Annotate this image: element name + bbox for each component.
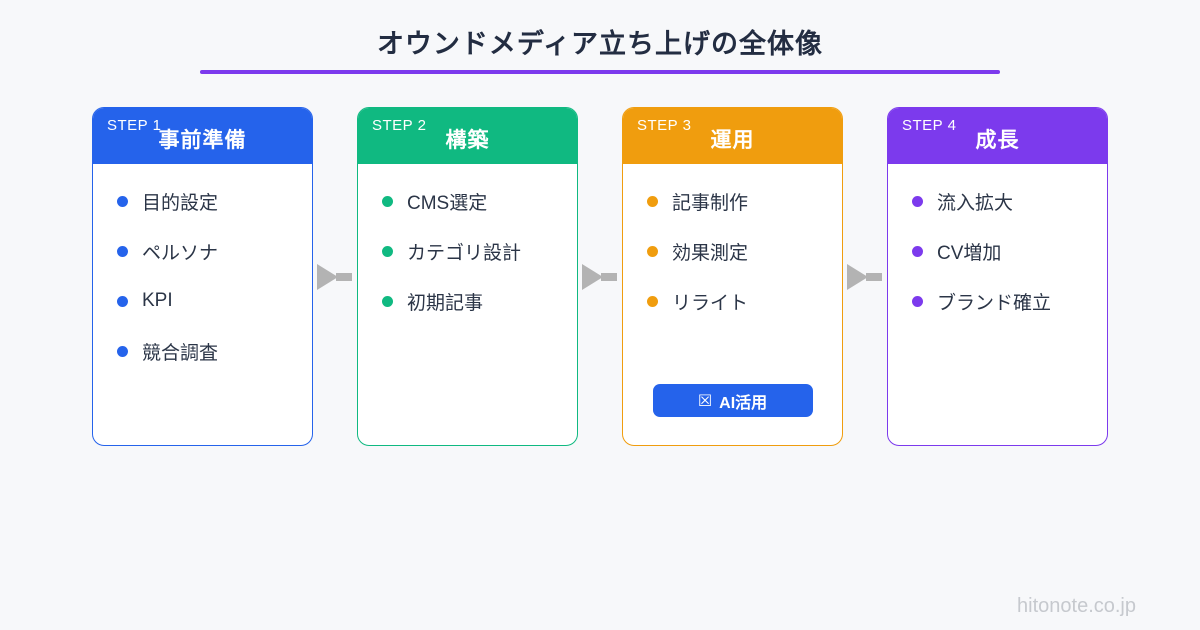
step-2-body: CMS選定 カテゴリ設計 初期記事 [358, 164, 577, 314]
list-item: 効果測定 [641, 239, 824, 264]
right-arrow-icon [582, 263, 617, 290]
step-card-3: STEP 3 運用 記事制作 効果測定 リライト ☒ AI活用 [622, 107, 843, 446]
step-3-title: 運用 [710, 129, 755, 152]
flow-arrow-1 [313, 107, 357, 446]
bullet-icon [117, 295, 128, 307]
list-item-label: 効果測定 [672, 242, 749, 264]
right-arrow-icon [317, 263, 352, 290]
list-item-label: ペルソナ [142, 242, 219, 264]
flow-arrow-3 [843, 107, 887, 446]
bullet-icon [647, 245, 658, 257]
flow-arrow-2 [578, 107, 622, 446]
list-item: 記事制作 [641, 189, 824, 214]
step-4-header: STEP 4 成長 [888, 108, 1107, 164]
step-2-header: STEP 2 構築 [358, 108, 577, 164]
bullet-icon [647, 295, 658, 307]
bullet-icon [382, 245, 393, 257]
list-item-label: KPI [142, 290, 173, 311]
list-item-label: CV増加 [937, 242, 1002, 264]
step-3-label: STEP 3 [637, 117, 692, 134]
step-2-title: 構築 [445, 129, 490, 152]
bullet-icon [117, 345, 128, 357]
step-4-body: 流入拡大 CV増加 ブランド確立 [888, 164, 1107, 314]
step-3-header: STEP 3 運用 [623, 108, 842, 164]
list-item-label: カテゴリ設計 [407, 242, 522, 264]
step-card-1: STEP 1 事前準備 目的設定 ペルソナ KPI 競合調査 [92, 107, 313, 446]
list-item-label: 目的設定 [142, 192, 219, 214]
list-item-label: CMS選定 [407, 192, 488, 214]
bullet-icon [117, 195, 128, 207]
step-1-label: STEP 1 [107, 117, 162, 134]
list-item: ブランド確立 [906, 289, 1089, 314]
right-arrow-icon [847, 263, 882, 290]
bullet-icon [647, 195, 658, 207]
process-flow: STEP 1 事前準備 目的設定 ペルソナ KPI 競合調査 STEP 2 構築… [92, 107, 1108, 446]
list-item-label: リライト [672, 292, 749, 314]
bullet-icon [382, 195, 393, 207]
list-item: 目的設定 [111, 189, 294, 214]
list-item-label: 記事制作 [672, 192, 749, 214]
bullet-icon [912, 195, 923, 207]
tofu-box-icon: ☒ [697, 392, 713, 410]
list-item: CV増加 [906, 239, 1089, 264]
bullet-icon [117, 245, 128, 257]
page-title: オウンドメディア立ち上げの全体像 [376, 29, 824, 59]
ai-badge-label: AI活用 [719, 394, 768, 412]
bullet-icon [382, 295, 393, 307]
list-item-label: 初期記事 [407, 292, 484, 314]
list-item-label: 流入拡大 [937, 192, 1014, 214]
list-item: ペルソナ [111, 239, 294, 264]
list-item-label: 競合調査 [142, 342, 219, 364]
list-item: CMS選定 [376, 189, 559, 214]
step-1-header: STEP 1 事前準備 [93, 108, 312, 164]
list-item: リライト [641, 289, 824, 314]
step-4-title: 成長 [975, 129, 1020, 152]
list-item: KPI [111, 289, 294, 313]
list-item: 初期記事 [376, 289, 559, 314]
step-card-4: STEP 4 成長 流入拡大 CV増加 ブランド確立 [887, 107, 1108, 446]
ai-badge: ☒ AI活用 [652, 384, 813, 417]
step-card-2: STEP 2 構築 CMS選定 カテゴリ設計 初期記事 [357, 107, 578, 446]
list-item: カテゴリ設計 [376, 239, 559, 264]
bullet-icon [912, 245, 923, 257]
list-item: 流入拡大 [906, 189, 1089, 214]
title-underline [200, 70, 1000, 74]
watermark: hitonote.co.jp [1017, 595, 1136, 617]
step-1-body: 目的設定 ペルソナ KPI 競合調査 [93, 164, 312, 364]
step-1-title: 事前準備 [158, 129, 247, 152]
list-item-label: ブランド確立 [937, 292, 1052, 314]
step-2-label: STEP 2 [372, 117, 427, 134]
bullet-icon [912, 295, 923, 307]
list-item: 競合調査 [111, 339, 294, 364]
step-3-body: 記事制作 効果測定 リライト [623, 164, 842, 314]
step-4-label: STEP 4 [902, 117, 957, 134]
